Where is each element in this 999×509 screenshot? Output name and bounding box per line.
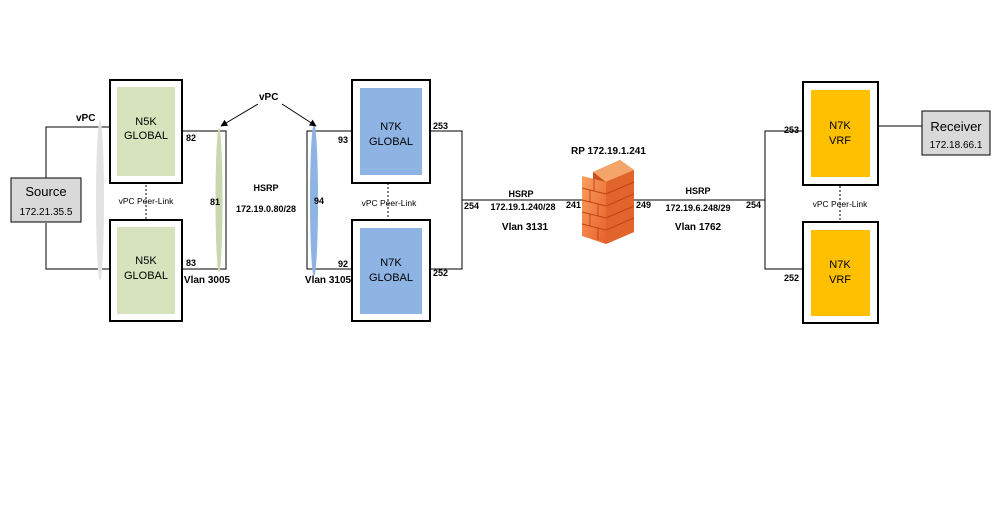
port-n7k-mid-out: 254 bbox=[464, 201, 479, 211]
port-vrf-top-in: 253 bbox=[784, 125, 799, 135]
hsrp1-label: HSRP bbox=[253, 183, 278, 193]
port-n5k-top: 82 bbox=[186, 133, 196, 143]
n7k-bottom-line2: GLOBAL bbox=[369, 272, 413, 284]
firewall-icon bbox=[581, 160, 635, 244]
hsrp2-label: HSRP bbox=[508, 189, 533, 199]
hsrp2-net: 172.19.1.240/28 bbox=[490, 202, 555, 212]
source-ip: 172.21.35.5 bbox=[20, 207, 73, 218]
peer-link-n5k-label: vPC Peer-Link bbox=[119, 196, 175, 206]
n7k-vrf-bottom-switch: N7K VRF bbox=[802, 221, 879, 324]
n5k-top-line1: N5K bbox=[135, 116, 157, 128]
n5k-top-switch: N5K GLOBAL bbox=[109, 79, 183, 184]
hsrp3-net: 172.19.6.248/29 bbox=[665, 203, 730, 213]
port-n7k-bottom-in: 92 bbox=[338, 259, 348, 269]
port-n7k-top-out: 253 bbox=[433, 121, 448, 131]
vlan4-label: Vlan 1762 bbox=[675, 222, 722, 233]
source-host: Source 172.21.35.5 bbox=[10, 177, 82, 223]
vpc-ellipse-n7k bbox=[310, 124, 318, 276]
port-vrf-bottom-in: 252 bbox=[784, 273, 799, 283]
n7k-bottom-line1: N7K bbox=[380, 257, 402, 269]
receiver-title: Receiver bbox=[930, 119, 982, 134]
n7k-vrf-top-line1: N7K bbox=[829, 120, 851, 132]
vlan1-label: Vlan 3005 bbox=[184, 275, 231, 286]
n5k-bottom-switch: N5K GLOBAL bbox=[109, 219, 183, 322]
vpc-arrow-left bbox=[220, 103, 259, 127]
links bbox=[45, 125, 922, 270]
n7k-top-line1: N7K bbox=[380, 121, 402, 133]
port-vrf-mid-in: 254 bbox=[746, 200, 761, 210]
vlan3-label: Vlan 3131 bbox=[502, 222, 549, 233]
port-n7k-bottom-out: 252 bbox=[433, 268, 448, 278]
vpc-label-left: vPC bbox=[76, 113, 95, 124]
vpc-ellipse-source bbox=[96, 120, 104, 280]
n5k-bottom-line2: GLOBAL bbox=[124, 270, 168, 282]
link-n5k-bundle bbox=[182, 130, 227, 270]
link-vrf-bundle bbox=[764, 130, 803, 270]
vlan2-label: Vlan 3105 bbox=[305, 275, 352, 286]
port-labels: 82 81 83 93 94 92 253 252 254 241 249 25… bbox=[186, 121, 799, 283]
port-n5k-bottom: 83 bbox=[186, 258, 196, 268]
hsrp1-net: 172.19.0.80/28 bbox=[236, 204, 296, 214]
n7k-top-switch: N7K GLOBAL bbox=[351, 79, 431, 184]
vpc-arrow-right bbox=[281, 103, 317, 127]
peer-link-n7k-label: vPC Peer-Link bbox=[362, 198, 418, 208]
port-fw-out: 249 bbox=[636, 200, 651, 210]
receiver-host: Receiver 172.18.66.1 bbox=[921, 110, 991, 156]
rp-label: RP 172.19.1.241 bbox=[571, 146, 646, 157]
vpc-label-center: vPC bbox=[259, 92, 278, 103]
port-n7k-mid-in: 94 bbox=[314, 196, 324, 206]
n7k-vrf-top-switch: N7K VRF bbox=[802, 81, 879, 186]
port-fw-in: 241 bbox=[566, 200, 581, 210]
link-n7k-out-bundle bbox=[430, 130, 463, 270]
port-n7k-top-in: 93 bbox=[338, 135, 348, 145]
n7k-bottom-switch: N7K GLOBAL bbox=[351, 219, 431, 322]
link-source-n5k-bottom bbox=[45, 223, 110, 270]
n7k-vrf-bottom-line2: VRF bbox=[829, 274, 851, 286]
link-source-n5k-top bbox=[45, 126, 110, 179]
peer-link-vrf-label: vPC Peer-Link bbox=[813, 199, 869, 209]
source-title: Source bbox=[25, 184, 66, 199]
vpc-ellipse-n5k bbox=[215, 128, 223, 272]
link-n7k-bundle bbox=[306, 130, 352, 270]
n7k-vrf-top-line2: VRF bbox=[829, 135, 851, 147]
n5k-bottom-line1: N5K bbox=[135, 255, 157, 267]
receiver-ip: 172.18.66.1 bbox=[930, 140, 983, 151]
n7k-vrf-bottom-line1: N7K bbox=[829, 259, 851, 271]
n5k-top-line2: GLOBAL bbox=[124, 130, 168, 142]
n7k-top-line2: GLOBAL bbox=[369, 136, 413, 148]
hsrp3-label: HSRP bbox=[685, 186, 710, 196]
port-n5k-mid: 81 bbox=[210, 197, 220, 207]
